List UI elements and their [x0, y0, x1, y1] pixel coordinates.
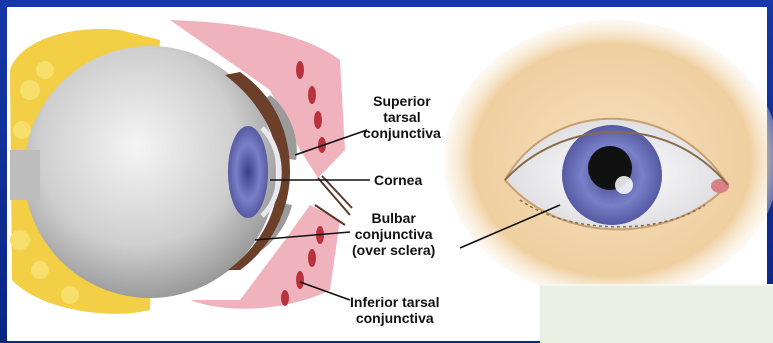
eye-front-view [444, 20, 773, 300]
label-bulbar-conjunctiva: Bulbar conjunctiva (over sclera) [352, 210, 435, 258]
label-inferior-tarsal-conjunctiva: Inferior tarsal conjunctiva [350, 294, 439, 326]
label-superior-tarsal-conjunctiva: Superior tarsal conjunctiva [363, 93, 441, 141]
label-cornea: Cornea [374, 172, 422, 188]
caption-box [540, 284, 773, 343]
